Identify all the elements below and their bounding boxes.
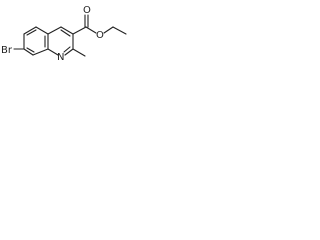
bond-c4-c4a [47,26,62,35]
bond-c7-c8 [23,48,34,56]
bonds [13,14,127,57]
atom-label-nitrogen: N [57,52,64,63]
bond-c4a-c5 [35,26,49,35]
bond-c8a-n1 [47,48,59,56]
structure-canvas: Br N O O [0,0,168,74]
atom-label-carbonyl-oxygen: O [83,5,91,16]
bond-n1-c2-inner [63,46,71,53]
bond-c3-carbonyl-c [72,26,87,35]
bond-carbonyl-c-ester-o [85,26,97,34]
chemical-structure-diagram: Br N O O [1,5,127,63]
bond-c7-c8-inner [26,47,35,53]
bond-c8-c8a [32,48,49,56]
atom-label-bromine: Br [1,45,13,56]
bond-c3-c4 [60,26,74,35]
atom-labels: Br N O O [1,5,104,63]
bond-ch2-ch3 [112,26,127,35]
bond-c2-methyl [72,48,86,57]
bond-n1-c2 [64,48,74,56]
bond-c5-c6 [23,26,37,35]
atom-label-ester-oxygen: O [96,30,104,41]
bond-c5-c6-inner [26,29,37,36]
bond-c3-c4-inner [60,29,71,37]
bond-ester-o-ch2 [103,26,114,34]
